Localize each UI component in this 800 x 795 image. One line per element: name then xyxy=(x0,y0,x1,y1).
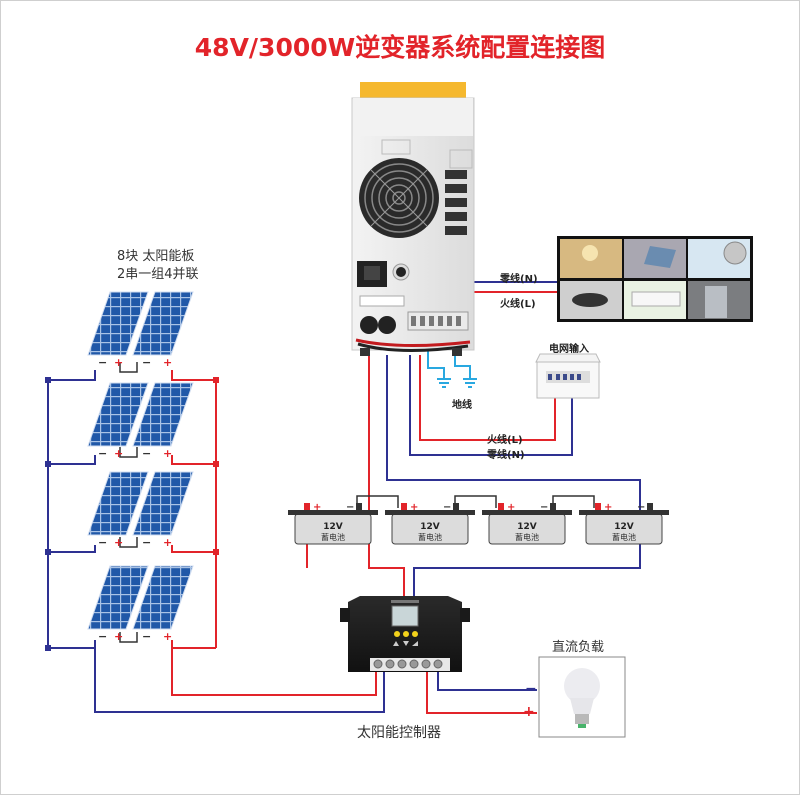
vent-slots xyxy=(445,170,467,235)
battery-positive-terminal xyxy=(498,503,504,510)
fan-grille xyxy=(359,158,439,238)
panel-neg-sign: − xyxy=(98,536,107,549)
controller-label: 太阳能控制器 xyxy=(357,725,441,741)
ac-loads-image-grid xyxy=(557,236,753,322)
battery-name: 蓄电池 xyxy=(418,532,442,542)
battery-positive-terminal xyxy=(401,503,407,510)
series-jumper-wire xyxy=(119,362,138,643)
panel-neg-sign: − xyxy=(142,447,151,460)
battery-negative-terminal xyxy=(356,503,362,510)
dc-load-label: 直流负载 xyxy=(552,640,605,655)
dc-load-negative-wire xyxy=(437,668,537,691)
grid-input-label: 电网输入 xyxy=(549,344,589,355)
grid-live-label: 火线(L) xyxy=(487,435,523,446)
battery-voltage: 12V xyxy=(323,522,343,532)
panel-neg-sign: − xyxy=(98,356,107,369)
battery-neg-sign: − xyxy=(443,502,451,513)
panel-pos-sign: + xyxy=(114,356,123,369)
solar-array-label-line1: 8块 太阳能板 xyxy=(117,249,195,264)
ac-neutral-label: 零线(N) xyxy=(500,274,538,285)
battery-voltage: 12V xyxy=(420,522,440,532)
solar-panel xyxy=(132,565,194,630)
panel-pos-sign: + xyxy=(114,447,123,460)
battery-positive-terminal xyxy=(304,503,310,510)
battery-voltage: 12V xyxy=(614,522,634,532)
battery-pos-sign: + xyxy=(313,502,321,513)
panel-pos-sign: + xyxy=(163,536,172,549)
page-title: 48V/3000W逆变器系统配置连接图 xyxy=(194,33,606,62)
panel-pos-sign: + xyxy=(163,356,172,369)
solar-controller xyxy=(340,596,470,672)
panel-neg-sign: − xyxy=(142,536,151,549)
dc-load-neg-sign: − xyxy=(525,681,537,697)
solar-panel-pair: −+−+ xyxy=(87,291,194,369)
grid-neutral-label: 零线(N) xyxy=(487,450,525,461)
panel-neg-sign: − xyxy=(142,356,151,369)
ac-live-label: 火线(L) xyxy=(500,299,536,310)
grid-distribution-box xyxy=(535,353,601,399)
battery-pos-sign: + xyxy=(410,502,418,513)
grid-input-neutral-wire xyxy=(409,355,573,456)
panel-neg-sign: − xyxy=(98,630,107,643)
solar-panel-pair: −+−+ xyxy=(87,382,194,460)
inverter-battery-negative-wire xyxy=(386,355,641,520)
panel-pos-sign: + xyxy=(114,630,123,643)
solar-panel xyxy=(87,471,149,536)
battery-negative-terminal xyxy=(647,503,653,510)
dc-load-pos-sign: + xyxy=(523,704,535,720)
solar-positive-bus-wire xyxy=(171,370,377,696)
battery-negative-terminal xyxy=(453,503,459,510)
solar-negative-bus-wire xyxy=(47,370,385,713)
battery-negative-terminal xyxy=(550,503,556,510)
battery-neg-sign: − xyxy=(540,502,548,513)
solar-panel xyxy=(132,382,194,447)
battery-jumper-wire xyxy=(356,495,595,508)
solar-panel xyxy=(132,471,194,536)
battery-neg-sign: − xyxy=(346,502,354,513)
solar-array-label-line2: 2串一组4并联 xyxy=(117,267,199,282)
positive-junctions xyxy=(213,377,219,555)
battery-neg-sign: − xyxy=(637,502,645,513)
panel-pos-sign: + xyxy=(114,536,123,549)
negative-junctions xyxy=(45,377,51,651)
battery-name: 蓄电池 xyxy=(612,532,636,542)
solar-panel-pair: −+−+ xyxy=(87,471,194,549)
panel-neg-sign: − xyxy=(98,447,107,460)
panel-neg-sign: − xyxy=(142,630,151,643)
battery-name: 蓄电池 xyxy=(515,532,539,542)
solar-panel xyxy=(87,565,149,630)
grid-input-live-wire xyxy=(419,355,556,441)
panel-pos-sign: + xyxy=(163,630,172,643)
dc-load-positive-wire xyxy=(426,668,537,714)
ground-label: 地线 xyxy=(452,400,472,411)
dc-load-bulb xyxy=(538,656,626,738)
solar-panel xyxy=(132,291,194,356)
battery-pos-sign: + xyxy=(507,502,515,513)
battery-voltage: 12V xyxy=(517,522,537,532)
battery-pos-sign: + xyxy=(604,502,612,513)
solar-panel-pair: −+−+ xyxy=(87,565,194,643)
solar-panel xyxy=(87,382,149,447)
inverter xyxy=(351,82,475,356)
panel-pos-sign: + xyxy=(163,447,172,460)
solar-panel xyxy=(87,291,149,356)
ground-symbols xyxy=(437,378,477,388)
controller-lcd xyxy=(391,605,419,627)
battery-name: 蓄电池 xyxy=(321,532,345,542)
battery-positive-terminal xyxy=(595,503,601,510)
